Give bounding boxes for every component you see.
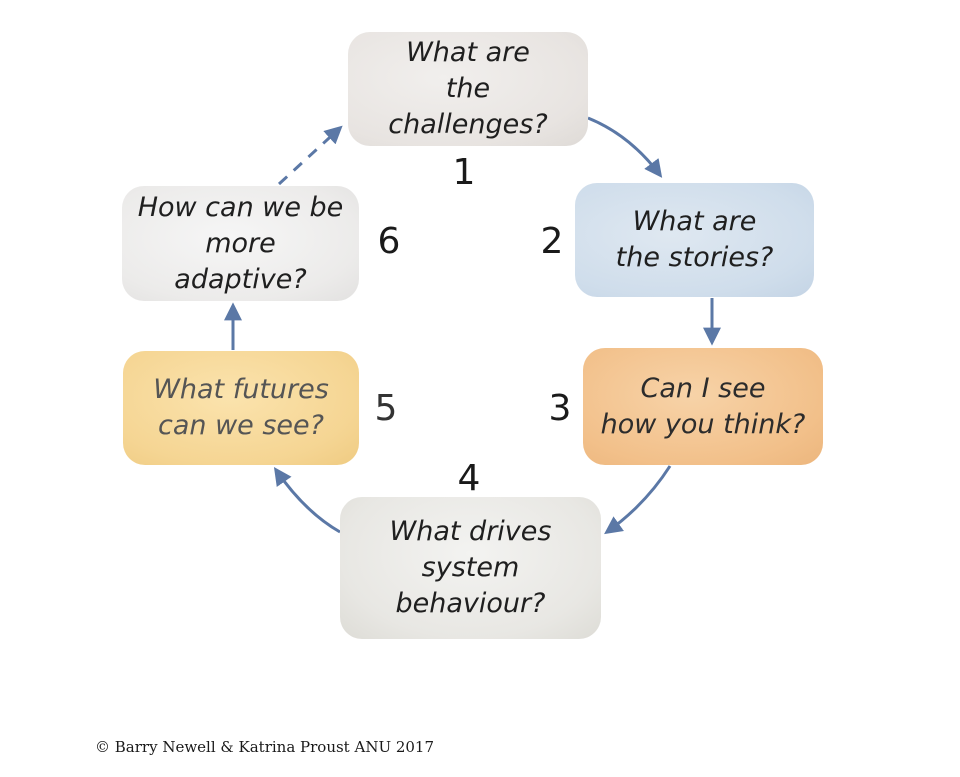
question-box-4: What drives system behaviour?: [340, 497, 601, 639]
step-number-2: 2: [540, 221, 564, 262]
question-box-5: What futures can we see?: [123, 351, 359, 465]
step-number-1: 1: [452, 152, 476, 193]
arrow-4-to-5: [273, 467, 341, 534]
question-box-6: How can we be more adaptive?: [122, 186, 359, 301]
arrow-6-to-1-dashed: [277, 125, 343, 186]
arrow-1-to-2: [587, 116, 663, 178]
question-box-1: What are the challenges?: [348, 32, 588, 146]
step-number-3: 3: [548, 388, 572, 429]
arrow-3-to-4: [604, 465, 672, 535]
question-box-3: Can I see how you think?: [583, 348, 823, 465]
copyright-notice: © Barry Newell & Katrina Proust ANU 2017: [95, 738, 435, 756]
question-box-2: What are the stories?: [575, 183, 814, 297]
step-number-4: 4: [457, 458, 481, 499]
step-number-6: 6: [377, 221, 401, 262]
step-number-5: 5: [374, 388, 398, 429]
